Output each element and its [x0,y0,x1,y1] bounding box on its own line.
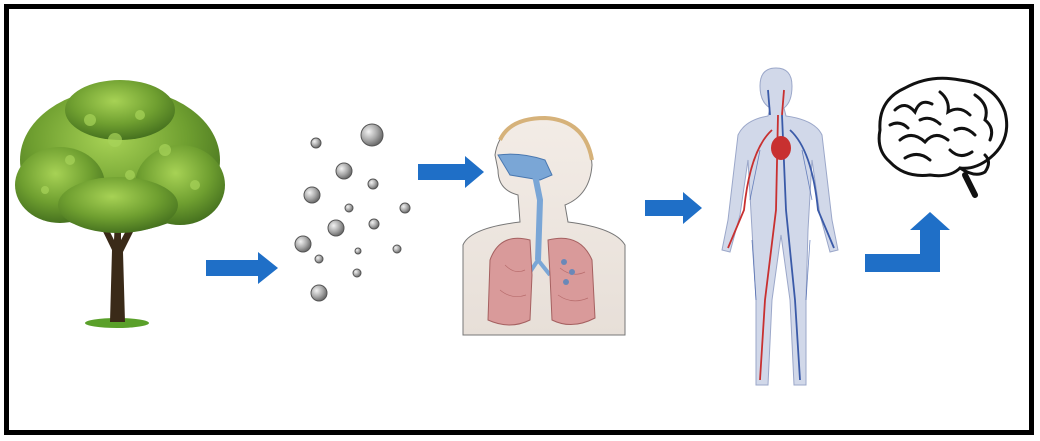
circulatory-system-icon [722,68,838,385]
arrow-right-icon [206,252,278,284]
arrow-up-right-icon [865,212,950,272]
tree-icon [15,80,225,328]
arrow-right-icon [645,192,702,224]
particles-icon [295,124,410,301]
respiratory-system-icon [463,118,625,335]
brain-icon [879,78,1007,195]
arrow-right-icon [418,156,484,188]
